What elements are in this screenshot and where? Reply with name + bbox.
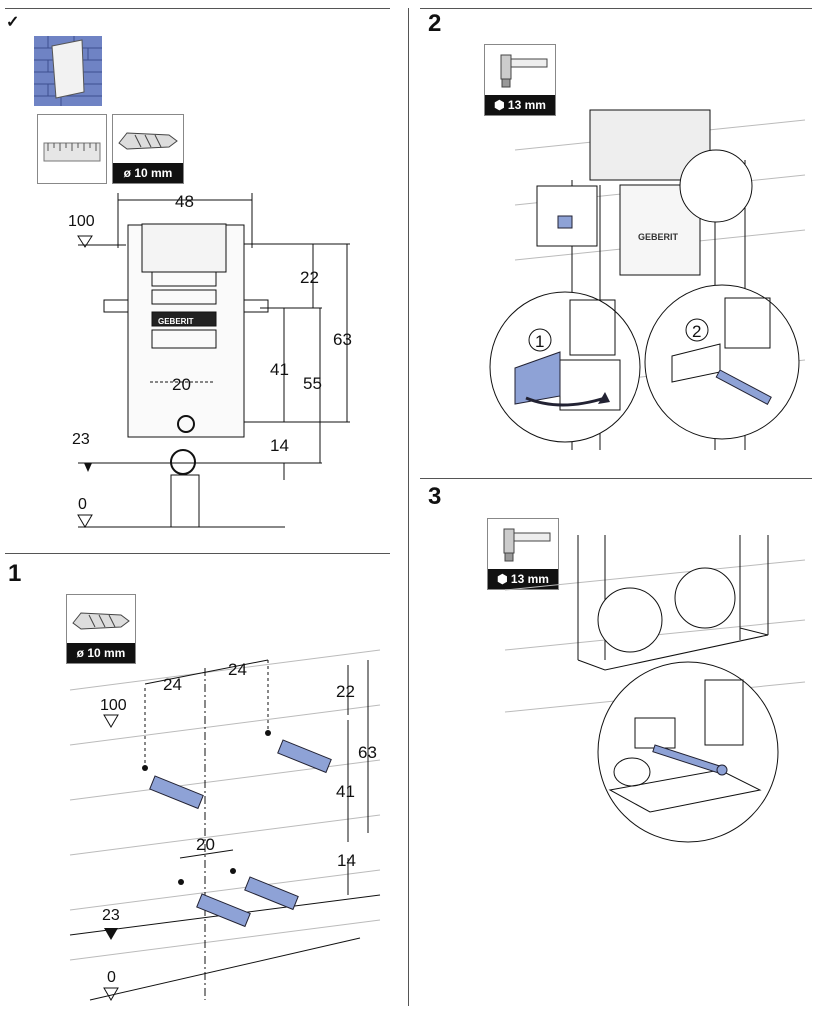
check-mark: ✓	[6, 14, 20, 31]
hex-icon: ⬢	[497, 572, 511, 586]
step1-level-0: 0	[107, 969, 116, 986]
top-rule-right	[420, 8, 812, 9]
step1-level-100: 100	[100, 697, 127, 714]
socket-wrench-icon	[500, 54, 548, 88]
step-number-1: 1	[8, 560, 22, 587]
center-divider	[408, 8, 409, 1006]
step1-rule	[5, 553, 390, 554]
step1-dim-24a: 24	[163, 675, 182, 694]
dim-41: 41	[270, 360, 289, 379]
level-23: 23	[72, 431, 90, 448]
wall-icon-box	[34, 36, 102, 106]
step1-dim-24b: 24	[228, 660, 247, 679]
dim-63: 63	[333, 330, 352, 349]
brand-label: GEBERIT	[158, 317, 194, 326]
drill-bit-icon	[118, 132, 178, 150]
drill-tool-box: ø 10 mm	[112, 114, 184, 184]
step2-wrench-tool-box: ⬢ 13 mm	[484, 44, 556, 116]
drill-bit-icon	[72, 612, 130, 630]
step2-brand-label: GEBERIT	[638, 232, 679, 242]
wall-plugs	[149, 739, 332, 928]
step2-wrench-size-label: ⬢ 13 mm	[485, 95, 555, 115]
dim-55: 55	[303, 374, 322, 393]
callout-1: 1	[535, 332, 544, 351]
step1-drill-size-label: ø 10 mm	[67, 643, 135, 663]
step-number-3: 3	[428, 483, 442, 510]
dim-14: 14	[270, 436, 289, 455]
brick-wall-icon	[34, 36, 102, 106]
level-100: 100	[68, 213, 95, 230]
step3-wrench-tool-box: ⬢ 13 mm	[487, 518, 559, 590]
step1-dim-22: 22	[336, 682, 355, 701]
step-number-2: 2	[428, 10, 442, 37]
dim-22: 22	[300, 268, 319, 287]
step1-level-23: 23	[102, 907, 120, 924]
step1-dim-41: 41	[336, 782, 355, 801]
step1-dim-14: 14	[337, 851, 356, 870]
step1-dim-20: 20	[196, 835, 215, 854]
dim-20: 20	[172, 375, 191, 394]
ruler-icon-box	[37, 114, 107, 184]
socket-wrench-icon	[503, 528, 551, 562]
callout-2: 2	[692, 322, 701, 341]
hex-icon: ⬢	[494, 98, 508, 112]
dim-width-48: 48	[175, 192, 194, 211]
step1-drill-tool-box: ø 10 mm	[66, 594, 136, 664]
drill-size-label: ø 10 mm	[113, 163, 183, 183]
level-0: 0	[78, 496, 87, 513]
top-rule-left	[5, 8, 390, 9]
step3-wrench-size-label: ⬢ 13 mm	[488, 569, 558, 589]
step3-rule	[420, 478, 812, 479]
ruler-icon	[43, 142, 101, 162]
step1-dim-63: 63	[358, 743, 377, 762]
